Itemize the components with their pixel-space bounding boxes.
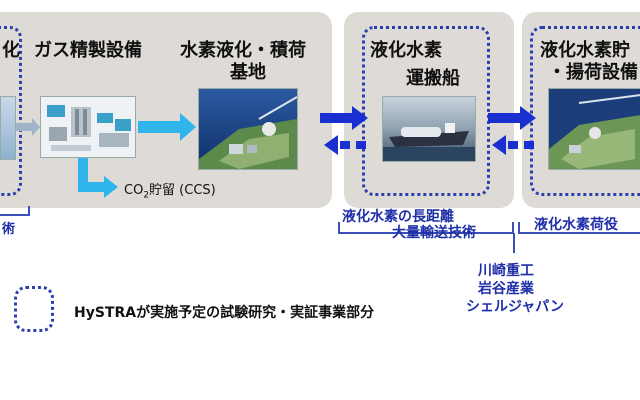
company-kawasaki: 川崎重工: [478, 263, 534, 279]
bracket-left: [0, 206, 30, 216]
ccs-co2-text: CO: [124, 183, 144, 198]
ccs-co2-subscript: 2: [143, 190, 150, 201]
carrier-title-line1: 液化水素: [370, 40, 442, 61]
storage-title-line2: ・揚荷設備: [548, 62, 638, 83]
arrow-into-gas-refining: [16, 118, 40, 136]
hystra-frame-carrier: [362, 26, 490, 196]
storage-title-line1: 液化水素貯: [540, 40, 630, 61]
liquefaction-title-line2: 基地: [230, 62, 266, 83]
ccs-label: CO2貯留 (CCS): [124, 179, 216, 201]
long-distance-label-line1: 液化水素の長距離: [342, 209, 454, 225]
ccs-suffix-text: 貯留 (CCS): [149, 183, 216, 198]
hystra-frame-left: [0, 26, 22, 196]
left-partial-photo: [0, 96, 16, 160]
liquefaction-title-line1: 水素液化・積荷: [180, 40, 306, 61]
legend-swatch: [14, 286, 54, 332]
carrier-ship-photo: [382, 96, 476, 162]
storage-facility-photo: [548, 88, 640, 170]
carrier-title-line2: 運搬船: [406, 68, 460, 89]
return-arrow-left: [324, 135, 366, 155]
legend-text: HySTRAが実施予定の試験研究・実証事業部分: [74, 305, 375, 321]
arrow-liquefaction-to-carrier: [320, 106, 368, 130]
company-iwatani: 岩谷産業: [478, 281, 534, 297]
arrow-carrier-to-storage: [488, 106, 536, 130]
arrow-refining-to-liquefaction: [138, 113, 196, 141]
gas-refining-photo: [40, 96, 136, 158]
bracket-storage: [518, 222, 640, 234]
liquefaction-base-photo: [198, 88, 298, 170]
left-partial-tech-label: 術: [2, 222, 16, 237]
arrow-co2-branch: [78, 158, 118, 198]
left-partial-title: 化: [2, 40, 20, 61]
return-arrow-right: [492, 135, 534, 155]
unloading-label: 液化水素荷役: [534, 217, 618, 233]
bracket-transport: [338, 222, 514, 234]
hystra-frame-storage: [530, 26, 640, 196]
long-distance-label-line2: 大量輸送技術: [392, 225, 476, 241]
bracket-connector: [513, 233, 515, 253]
company-shell-japan: シェルジャパン: [466, 299, 564, 315]
gas-refining-title: ガス精製設備: [34, 40, 142, 61]
